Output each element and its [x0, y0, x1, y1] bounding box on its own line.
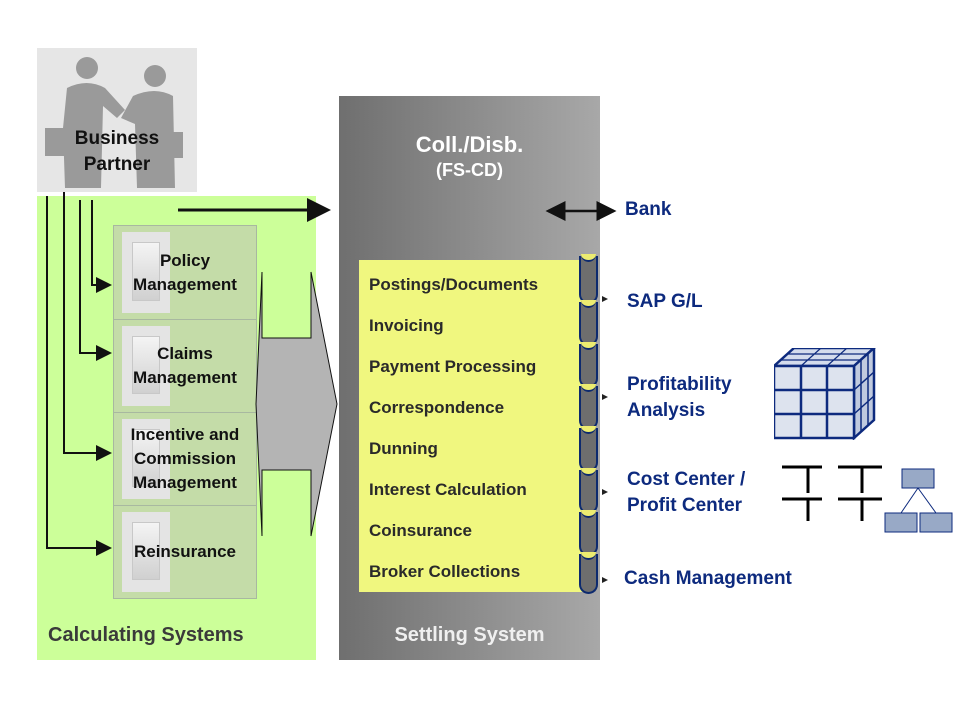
arrow-to-reinsurance — [46, 196, 112, 556]
business-partner-label-line1: Business — [74, 128, 160, 149]
system-reinsurance: Reinsurance — [113, 505, 257, 599]
handshake-people-icon — [45, 57, 183, 188]
target-pa-line1: Profitability — [627, 374, 732, 395]
system-label: Incentive and Commission Management — [114, 423, 256, 495]
system-label-line: Incentive and — [130, 425, 240, 444]
functions-box — [359, 260, 589, 592]
system-label-line: Commission — [133, 449, 237, 468]
cost-center-structure-icon — [782, 465, 882, 521]
arrow-gl-icon — [602, 296, 608, 302]
business-partner-label: Business Partner — [37, 126, 197, 178]
arrow-cash-icon — [602, 577, 608, 583]
function-item: Correspondence — [369, 398, 505, 417]
cube-icon — [774, 348, 876, 440]
system-label-line: Reinsurance — [133, 542, 237, 561]
function-item: Invoicing — [369, 316, 444, 335]
double-arrow-exchange — [255, 271, 338, 537]
system-label: Claims Management — [114, 342, 256, 390]
business-partner-box — [37, 48, 197, 192]
target-cost-profit-center: Cost Center / Profit Center — [627, 467, 745, 519]
arrow-cc-icon — [602, 489, 608, 495]
system-label-line: Management — [133, 473, 237, 492]
server-icon — [122, 512, 170, 592]
system-label-line: Claims — [157, 344, 213, 363]
function-item: Broker Collections — [369, 562, 521, 581]
system-incentive-commission: Incentive and Commission Management — [113, 412, 257, 506]
server-icon — [122, 419, 170, 499]
system-label-line: Policy — [159, 250, 211, 270]
pipe-segment — [579, 384, 598, 430]
target-cash-management: Cash Management — [624, 568, 792, 589]
target-cc-line2: Profit Center — [627, 495, 743, 516]
arrow-pa-icon — [602, 394, 608, 400]
function-item: Interest Calculation — [369, 480, 527, 499]
pipe-segment — [579, 300, 598, 346]
system-label-line: Management — [133, 274, 237, 294]
target-bank: Bank — [625, 199, 672, 220]
target-pa-line2: Analysis — [627, 400, 706, 421]
arrow-to-claims — [79, 200, 112, 361]
system-policy-management: Policy Management — [113, 225, 257, 320]
target-cc-line1: Cost Center / — [627, 469, 746, 490]
system-label: Reinsurance — [114, 540, 256, 564]
pipe-segment — [579, 552, 598, 594]
arrow-to-policy — [91, 200, 112, 293]
system-label-line: Management — [133, 368, 237, 387]
system-label: Policy Management — [114, 249, 256, 297]
business-partner-label-line2: Partner — [83, 154, 151, 175]
function-item: Dunning — [369, 439, 438, 458]
server-icon — [122, 232, 170, 313]
calculating-systems-title: Calculating Systems — [48, 624, 244, 646]
arrow-to-incentive — [63, 192, 112, 461]
hierarchy-icon — [884, 468, 953, 533]
function-item: Payment Processing — [369, 357, 537, 376]
settling-subtitle: (FS-CD) — [436, 160, 503, 180]
system-claims-management: Claims Management — [113, 319, 257, 413]
function-item: Postings/Documents — [369, 275, 539, 294]
target-sap-gl: SAP G/L — [627, 291, 703, 312]
settling-footer: Settling System — [394, 624, 545, 646]
server-icon — [122, 326, 170, 406]
function-item: Coinsurance — [369, 521, 472, 540]
settling-title: Coll./Disb. — [415, 132, 524, 157]
target-profitability-analysis: Profitability Analysis — [627, 372, 732, 424]
